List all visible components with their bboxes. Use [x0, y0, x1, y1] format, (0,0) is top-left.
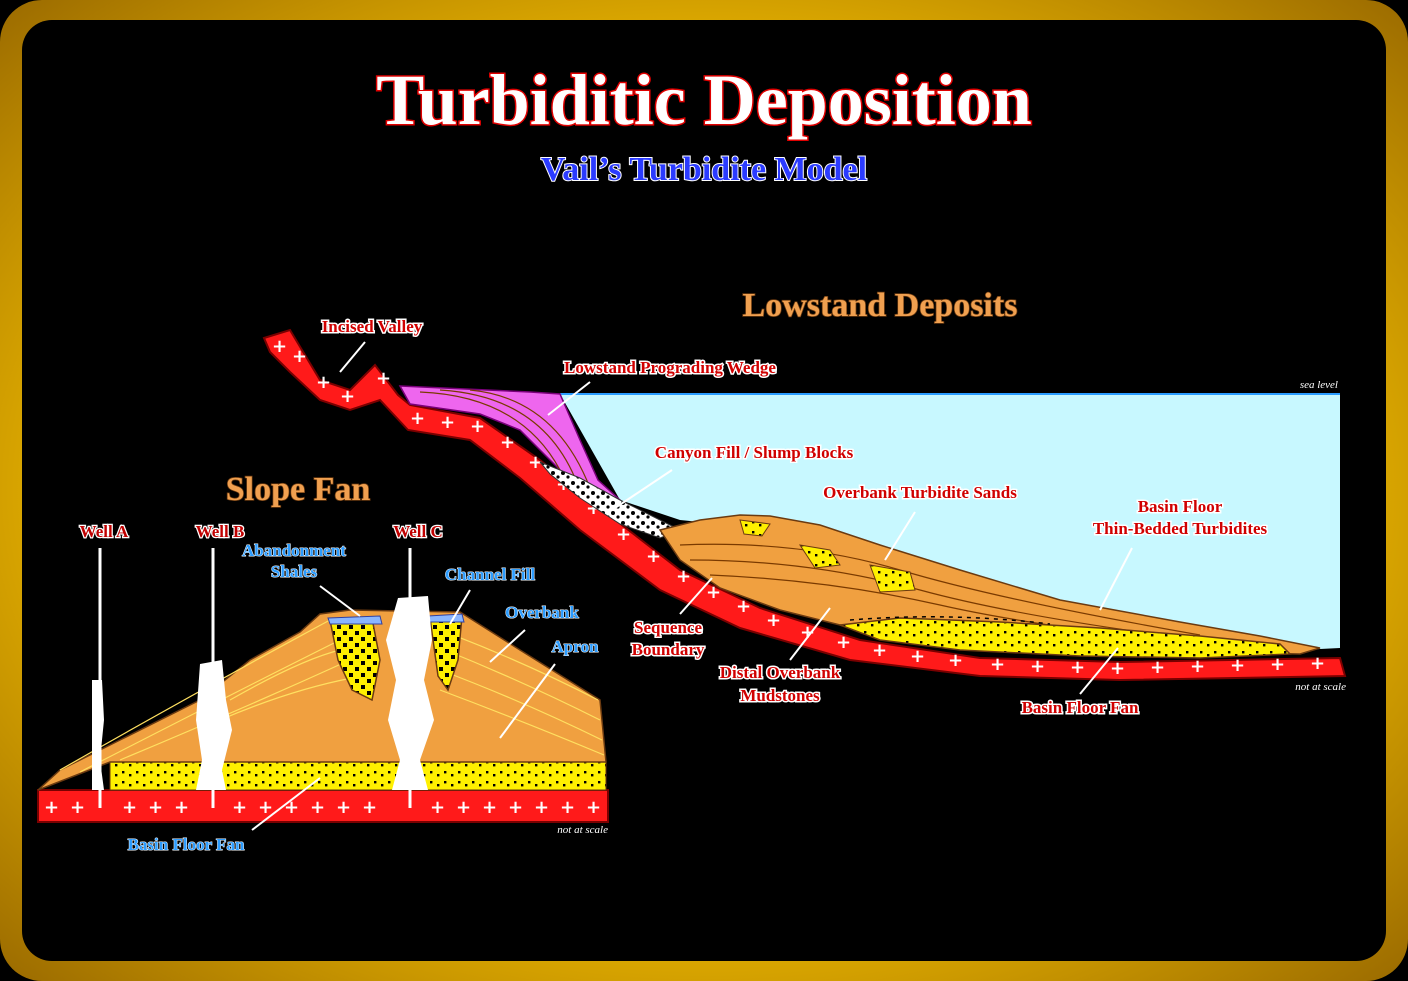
svg-text:+: +: [990, 654, 1005, 675]
page-subtitle: Vail’s Turbidite Model: [541, 151, 867, 188]
svg-text:+: +: [800, 622, 815, 643]
svg-text:+: +: [910, 646, 925, 667]
svg-text:+: +: [272, 336, 287, 357]
svg-text:+: +: [70, 797, 85, 818]
label-abandonment-2: Shales: [271, 562, 318, 581]
svg-text:+: +: [362, 797, 377, 818]
svg-text:+: +: [410, 408, 425, 429]
well-a-label: Well A: [80, 522, 129, 541]
svg-text:+: +: [646, 546, 661, 567]
svg-text:+: +: [232, 797, 247, 818]
well-a-log: [92, 680, 104, 790]
sea-level-label: sea level: [1300, 379, 1338, 391]
label-canyon-fill: Canyon Fill / Slump Blocks: [655, 443, 854, 462]
svg-text:+: +: [44, 797, 59, 818]
svg-text:+: +: [310, 797, 325, 818]
label-distal-overbank-2: Mudstones: [740, 686, 820, 705]
svg-text:+: +: [586, 797, 601, 818]
label-slope-basin-floor-fan: Basin Floor Fan: [128, 835, 245, 854]
svg-text:+: +: [470, 416, 485, 437]
svg-text:+: +: [706, 582, 721, 603]
slope-fan-heading: Slope Fan: [226, 471, 371, 508]
sea-water: [560, 394, 1340, 650]
label-apron: Apron: [552, 637, 599, 656]
page-title: Turbiditic Deposition: [376, 60, 1032, 140]
slope-fan-basin-floor-fan: [109, 761, 607, 791]
svg-text:+: +: [258, 797, 273, 818]
label-basin-floor-thin-2: Thin-Bedded Turbidites: [1093, 519, 1268, 538]
svg-text:+: +: [1070, 657, 1085, 678]
svg-text:+: +: [292, 346, 307, 367]
svg-text:+: +: [316, 372, 331, 393]
label-prograding-wedge: Lowstand Prograding Wedge: [564, 358, 776, 377]
svg-text:+: +: [1310, 653, 1325, 674]
svg-text:+: +: [1230, 655, 1245, 676]
lowstand-basement: [262, 328, 1347, 682]
svg-text:+: +: [676, 566, 691, 587]
svg-text:+: +: [376, 368, 391, 389]
svg-text:+: +: [948, 650, 963, 671]
svg-text:+: +: [482, 797, 497, 818]
lowstand-basement-plus-signs: ++ ++ ++ ++ ++ ++ ++ ++ ++ ++ ++ ++ ++ +…: [272, 336, 1325, 679]
slope-fan-not-at-scale: not at scale: [557, 824, 608, 836]
abandonment-shales: [327, 615, 383, 625]
svg-text:+: +: [430, 797, 445, 818]
label-incised-valley: Incised Valley: [322, 317, 423, 336]
svg-text:+: +: [736, 596, 751, 617]
svg-text:+: +: [340, 386, 355, 407]
label-basin-floor-fan: Basin Floor Fan: [1022, 698, 1139, 717]
svg-text:+: +: [336, 797, 351, 818]
lowstand-not-at-scale: not at scale: [1295, 681, 1346, 693]
label-overbank-sands: Overbank Turbidite Sands: [823, 483, 1017, 502]
svg-text:+: +: [1030, 656, 1045, 677]
svg-text:+: +: [174, 797, 189, 818]
svg-text:+: +: [1190, 656, 1205, 677]
svg-text:+: +: [534, 797, 549, 818]
label-abandonment-1: Abandonment: [242, 541, 346, 560]
label-basin-floor-thin-1: Basin Floor: [1138, 497, 1223, 516]
svg-text:+: +: [872, 640, 887, 661]
well-c-label: Well C: [393, 522, 443, 541]
label-distal-overbank-1: Distal Overbank: [720, 663, 841, 682]
slope-fan-basement-plus-signs: ++ ++ ++ ++ ++ ++ ++ ++ ++: [44, 797, 601, 818]
slope-fan-basement: [37, 789, 609, 823]
svg-text:+: +: [1270, 654, 1285, 675]
svg-text:+: +: [836, 632, 851, 653]
slope-fan-apron: [37, 609, 607, 791]
lowstand-heading: Lowstand Deposits: [743, 287, 1018, 324]
label-sequence-boundary-1: Sequence: [634, 618, 702, 637]
label-channel-fill: Channel Fill: [445, 565, 535, 584]
lowstand-basin-floor-fan: [839, 617, 1292, 659]
svg-text:+: +: [560, 797, 575, 818]
svg-text:+: +: [1150, 657, 1165, 678]
label-sequence-boundary-2: Boundary: [632, 640, 705, 659]
svg-text:+: +: [500, 432, 515, 453]
svg-text:+: +: [766, 610, 781, 631]
svg-text:+: +: [122, 797, 137, 818]
svg-text:+: +: [1110, 658, 1125, 679]
svg-text:+: +: [616, 524, 631, 545]
label-overbank: Overbank: [505, 603, 579, 622]
svg-text:+: +: [148, 797, 163, 818]
svg-text:+: +: [456, 797, 471, 818]
svg-text:+: +: [440, 412, 455, 433]
svg-text:+: +: [528, 452, 543, 473]
svg-text:+: +: [508, 797, 523, 818]
well-b-label: Well B: [196, 522, 245, 541]
